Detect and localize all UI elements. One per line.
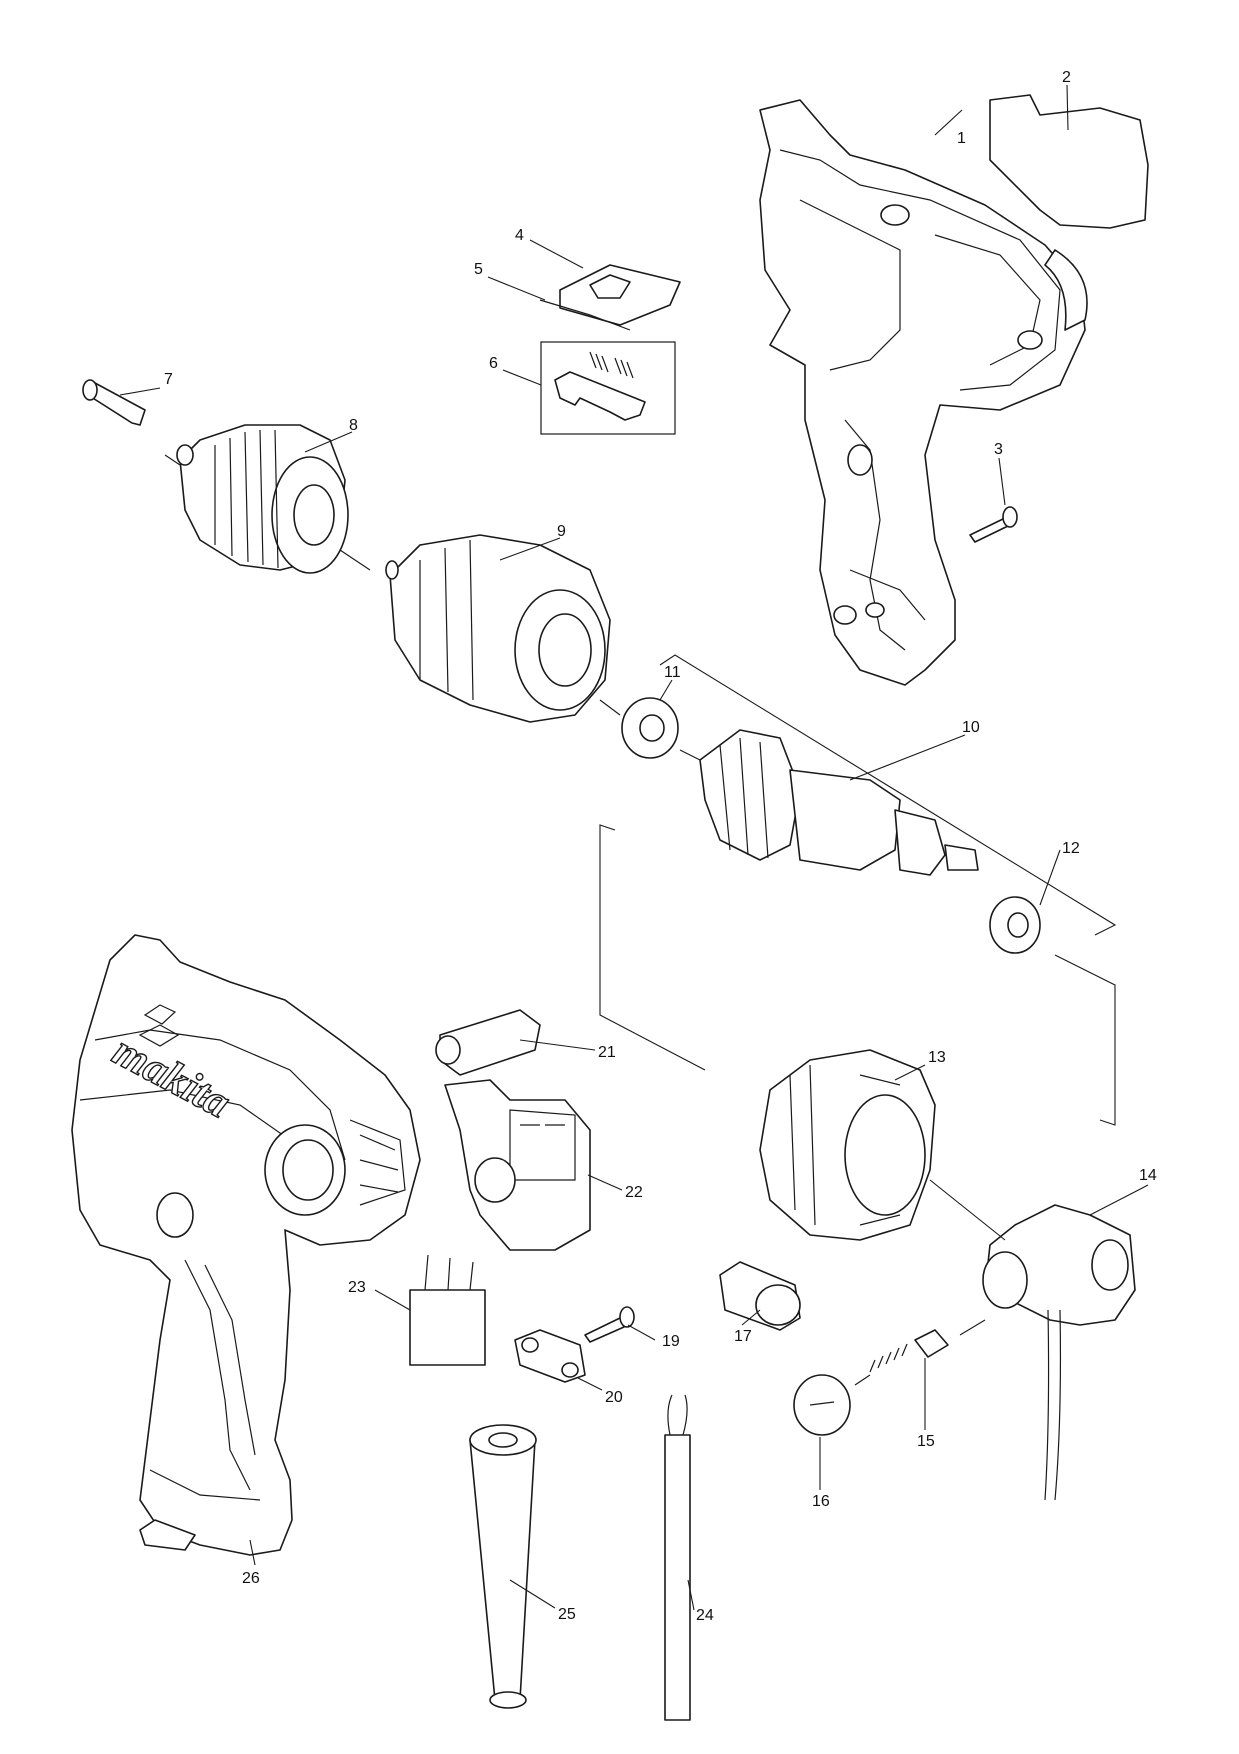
part-4-switch-plate: [559, 264, 681, 326]
callout-23: 23: [348, 1279, 366, 1296]
callout-16: 16: [812, 1493, 830, 1510]
part-17-spacer: [719, 1261, 801, 1331]
callout-2: 2: [1062, 69, 1071, 86]
part-12-bearing: [989, 896, 1041, 954]
callout-10: 10: [962, 719, 980, 736]
assembly-bracket-lines: [164, 454, 1117, 1386]
part-11-bearing: [621, 697, 679, 759]
part-5-wire-spring: [539, 299, 631, 331]
callout-26: 26: [242, 1570, 260, 1587]
part-1-housing-right: [759, 99, 1088, 686]
part-23-capacitor: [409, 1254, 486, 1366]
callout-15: 15: [917, 1433, 935, 1450]
part-19-screw: [584, 1306, 635, 1343]
part-21-switch-cover: [435, 1009, 541, 1076]
callouts: 1 2 3 4 5 6 7 8 9 11 10 12 13 14 15 16 1…: [119, 69, 1157, 1624]
part-2-label-plate: [989, 94, 1149, 229]
callout-19: 19: [662, 1333, 680, 1350]
callout-8: 8: [349, 417, 358, 434]
callout-24: 24: [696, 1607, 714, 1624]
part-10-armature: [699, 729, 979, 876]
callout-12: 12: [1062, 840, 1080, 857]
part-8-keyless-chuck: [176, 424, 349, 574]
part-7-chuck-screw: [82, 379, 146, 426]
callout-22: 22: [625, 1184, 643, 1201]
part-15-carbon-brush: [869, 1329, 949, 1373]
callout-25: 25: [558, 1606, 576, 1623]
callout-3: 3: [994, 441, 1003, 458]
part-25-cord-guard: [469, 1424, 537, 1709]
part-24-cord: [664, 1394, 691, 1721]
callout-6: 6: [489, 355, 498, 372]
callout-21: 21: [598, 1044, 616, 1061]
callout-20: 20: [605, 1389, 623, 1406]
callout-9: 9: [557, 523, 566, 540]
callout-5: 5: [474, 261, 483, 278]
part-14-brush-holder: [982, 1204, 1136, 1501]
callout-7: 7: [164, 371, 173, 388]
callout-4: 4: [515, 227, 524, 244]
part-3-screw: [969, 506, 1018, 543]
part-13-field: [759, 1049, 936, 1241]
part-20-cord-clamp: [514, 1329, 586, 1383]
callout-17: 17: [734, 1328, 752, 1345]
callout-14: 14: [1139, 1167, 1157, 1184]
callout-1: 1: [957, 130, 966, 147]
part-6-change-lever-set: [540, 341, 676, 435]
part-26-housing-left: makita: [71, 934, 421, 1556]
part-9-gear-assembly: [385, 534, 611, 723]
callout-13: 13: [928, 1049, 946, 1066]
part-16-brush-cap: [793, 1374, 851, 1436]
part-22-switch: [444, 1079, 591, 1251]
callout-11: 11: [664, 664, 681, 681]
